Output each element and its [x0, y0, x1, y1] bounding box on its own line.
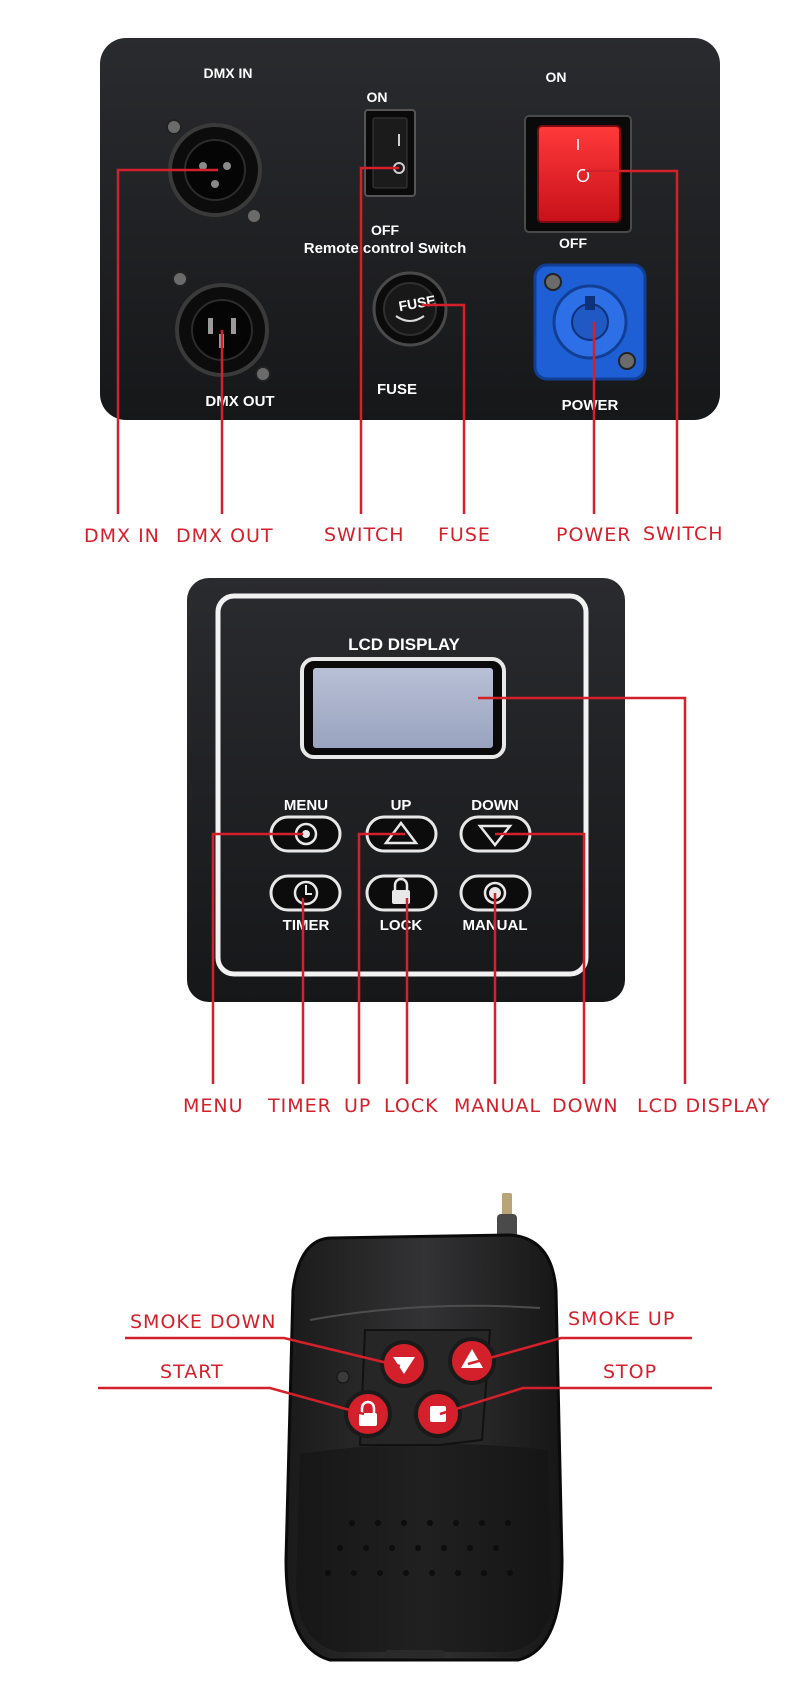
control-panel-border	[215, 593, 589, 977]
power-rocker-switch[interactable]: I O	[524, 115, 632, 233]
callout-start: START	[160, 1361, 224, 1383]
callout-dmx-in: DMX IN	[84, 525, 160, 547]
callout-smoke-up: SMOKE UP	[568, 1308, 675, 1330]
lock-icon	[392, 890, 410, 904]
fuse-label: FUSE	[377, 381, 417, 398]
powercon-inlet	[533, 263, 647, 381]
control-panel-callouts: MENU TIMER UP LOCK MANUAL DOWN LCD DISPL…	[183, 1095, 770, 1117]
dmx-out-label: DMX OUT	[205, 393, 274, 410]
remote-switch-off-label: OFF	[371, 222, 399, 238]
leader-lcd	[478, 696, 687, 1084]
fuse-cap-label: FUSE	[397, 292, 437, 314]
leader-start	[98, 1386, 365, 1416]
start-button[interactable]	[344, 1390, 392, 1438]
leader-up	[357, 832, 405, 1084]
remote-leaders	[98, 1336, 712, 1416]
dmx-in-label: DMX IN	[204, 65, 253, 81]
leader-smoke-up	[467, 1336, 692, 1366]
power-switch-off-label: OFF	[559, 235, 587, 251]
remote-switch-caption: Remote control Switch	[304, 240, 467, 257]
callout-manual: MANUAL	[454, 1095, 541, 1117]
remote-top-ridge	[309, 1304, 541, 1321]
callout-lcd: LCD DISPLAY	[637, 1095, 770, 1117]
stop-square-icon	[430, 1406, 446, 1422]
control-panel-leaders	[211, 696, 687, 1084]
rear-panel-leaders	[116, 166, 679, 514]
lcd-display-label: LCD DISPLAY	[348, 635, 460, 654]
clock-icon	[293, 880, 319, 906]
padlock-icon	[359, 1413, 377, 1426]
callout-lock: LOCK	[384, 1095, 439, 1117]
down-triangle-icon	[393, 1357, 415, 1374]
leader-stop	[439, 1386, 712, 1416]
up-triangle-icon	[461, 1349, 483, 1368]
remote-callouts: SMOKE DOWN SMOKE UP START STOP	[130, 1308, 675, 1383]
smoke-up-button[interactable]	[448, 1337, 496, 1385]
callout-switch: SWITCH	[324, 524, 405, 546]
leader-menu	[211, 832, 303, 1084]
lock-key-label: LOCK	[380, 917, 423, 934]
remote-bottom-slot	[385, 1650, 445, 1658]
leader-switch	[359, 166, 399, 514]
callout-power: POWER	[556, 524, 631, 546]
callout-down: DOWN	[552, 1095, 619, 1117]
up-key-label: UP	[391, 797, 412, 814]
remote-control	[284, 1193, 564, 1662]
remote-lower-shell	[296, 1443, 552, 1652]
leader-smoke-down	[125, 1336, 401, 1368]
leader-power-switch	[585, 169, 679, 514]
stop-button[interactable]	[414, 1390, 462, 1438]
rear-panel: DMX IN DMX OUT ON OFF Remote control Swi…	[100, 38, 720, 420]
callout-smoke-down: SMOKE DOWN	[130, 1311, 277, 1333]
callout-dmx-out: DMX OUT	[176, 525, 274, 547]
power-label: POWER	[562, 397, 619, 414]
callout-timer: TIMER	[267, 1095, 332, 1117]
lcd-display	[300, 657, 506, 759]
callout-menu: MENU	[183, 1095, 244, 1117]
rocker-off-mark: O	[576, 166, 590, 186]
callout-power-switch: SWITCH	[643, 523, 724, 545]
remote-grille	[325, 1520, 513, 1576]
menu-key-label: MENU	[284, 797, 328, 814]
leader-dmx-in	[116, 168, 218, 514]
remote-switch-on-label: ON	[367, 89, 388, 105]
lock-key[interactable]	[365, 874, 438, 912]
down-arrow-icon	[477, 824, 513, 848]
callout-stop: STOP	[603, 1361, 657, 1383]
remote-control-switch[interactable]	[364, 109, 416, 197]
rear-panel-callouts: DMX IN DMX OUT SWITCH FUSE POWER SWITCH	[84, 523, 724, 547]
power-switch-on-label: ON	[546, 69, 567, 85]
control-panel: LCD DISPLAY MENU UP DOWN	[187, 578, 625, 1002]
rocker-on-mark: I	[576, 137, 580, 154]
leader-down	[495, 832, 586, 1084]
smoke-down-button[interactable]	[380, 1340, 428, 1388]
timer-key[interactable]	[269, 874, 342, 912]
remote-led	[336, 1370, 350, 1384]
down-key-label: DOWN	[471, 797, 519, 814]
callout-up: UP	[344, 1095, 371, 1117]
fuse-holder[interactable]	[372, 271, 448, 347]
antenna	[497, 1193, 517, 1240]
leader-fuse	[422, 303, 466, 514]
callout-fuse: FUSE	[438, 524, 491, 546]
timer-key-label: TIMER	[283, 917, 330, 934]
